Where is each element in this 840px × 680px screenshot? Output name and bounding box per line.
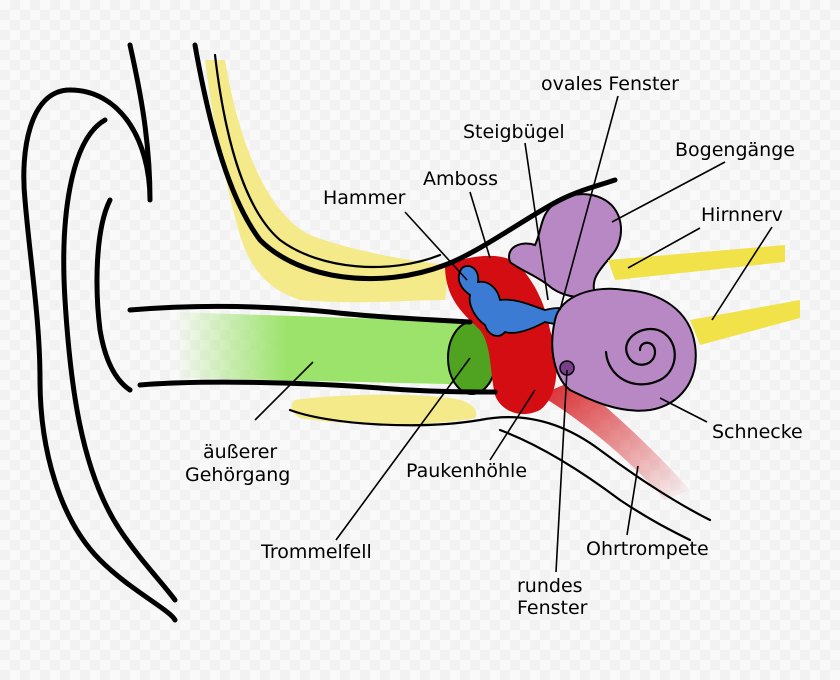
lower-skull-outline-2 <box>498 428 692 542</box>
eustachian-tube <box>540 380 690 500</box>
skull-outline-inner <box>213 53 442 269</box>
leader-lines <box>254 95 773 573</box>
temporal-bone-lower <box>291 394 477 425</box>
label-paukenhoehle: Paukenhöhle <box>406 460 527 482</box>
label-trommelfell: Trommelfell <box>260 541 372 563</box>
label-hammer: Hammer <box>323 187 406 209</box>
auditory-nerve-lower <box>690 300 800 345</box>
canal-bottom-outline <box>137 379 498 395</box>
label-amboss: Amboss <box>423 168 498 190</box>
cochlea-spiral <box>604 327 676 386</box>
label-gehoergang-line2: Gehörgang <box>185 464 290 486</box>
temporal-bone-upper <box>205 60 450 303</box>
label-gehoergang-line1: äußerer <box>203 441 277 463</box>
label-rundes-fenster-line1: rundes <box>517 575 583 597</box>
helix-inner <box>61 117 178 603</box>
lower-skull-outline <box>288 408 712 522</box>
label-ovales-fenster: ovales Fenster <box>541 73 679 95</box>
label-schnecke: Schnecke <box>712 421 803 443</box>
label-steigbuegel: Steigbügel <box>463 121 565 143</box>
label-bogengaenge: Bogengänge <box>675 139 795 161</box>
canal-top-outline <box>127 303 473 325</box>
pinna-outline <box>21 42 178 623</box>
skull-outline <box>192 42 618 282</box>
ear-canal <box>175 312 498 385</box>
label-ohrtrompete: Ohrtrompete <box>586 538 709 560</box>
label-hirnnerv: Hirnnerv <box>701 204 783 226</box>
label-rundes-fenster-line2: Fenster <box>517 597 588 619</box>
antihelix <box>94 197 133 393</box>
auditory-nerve-upper <box>608 245 785 280</box>
